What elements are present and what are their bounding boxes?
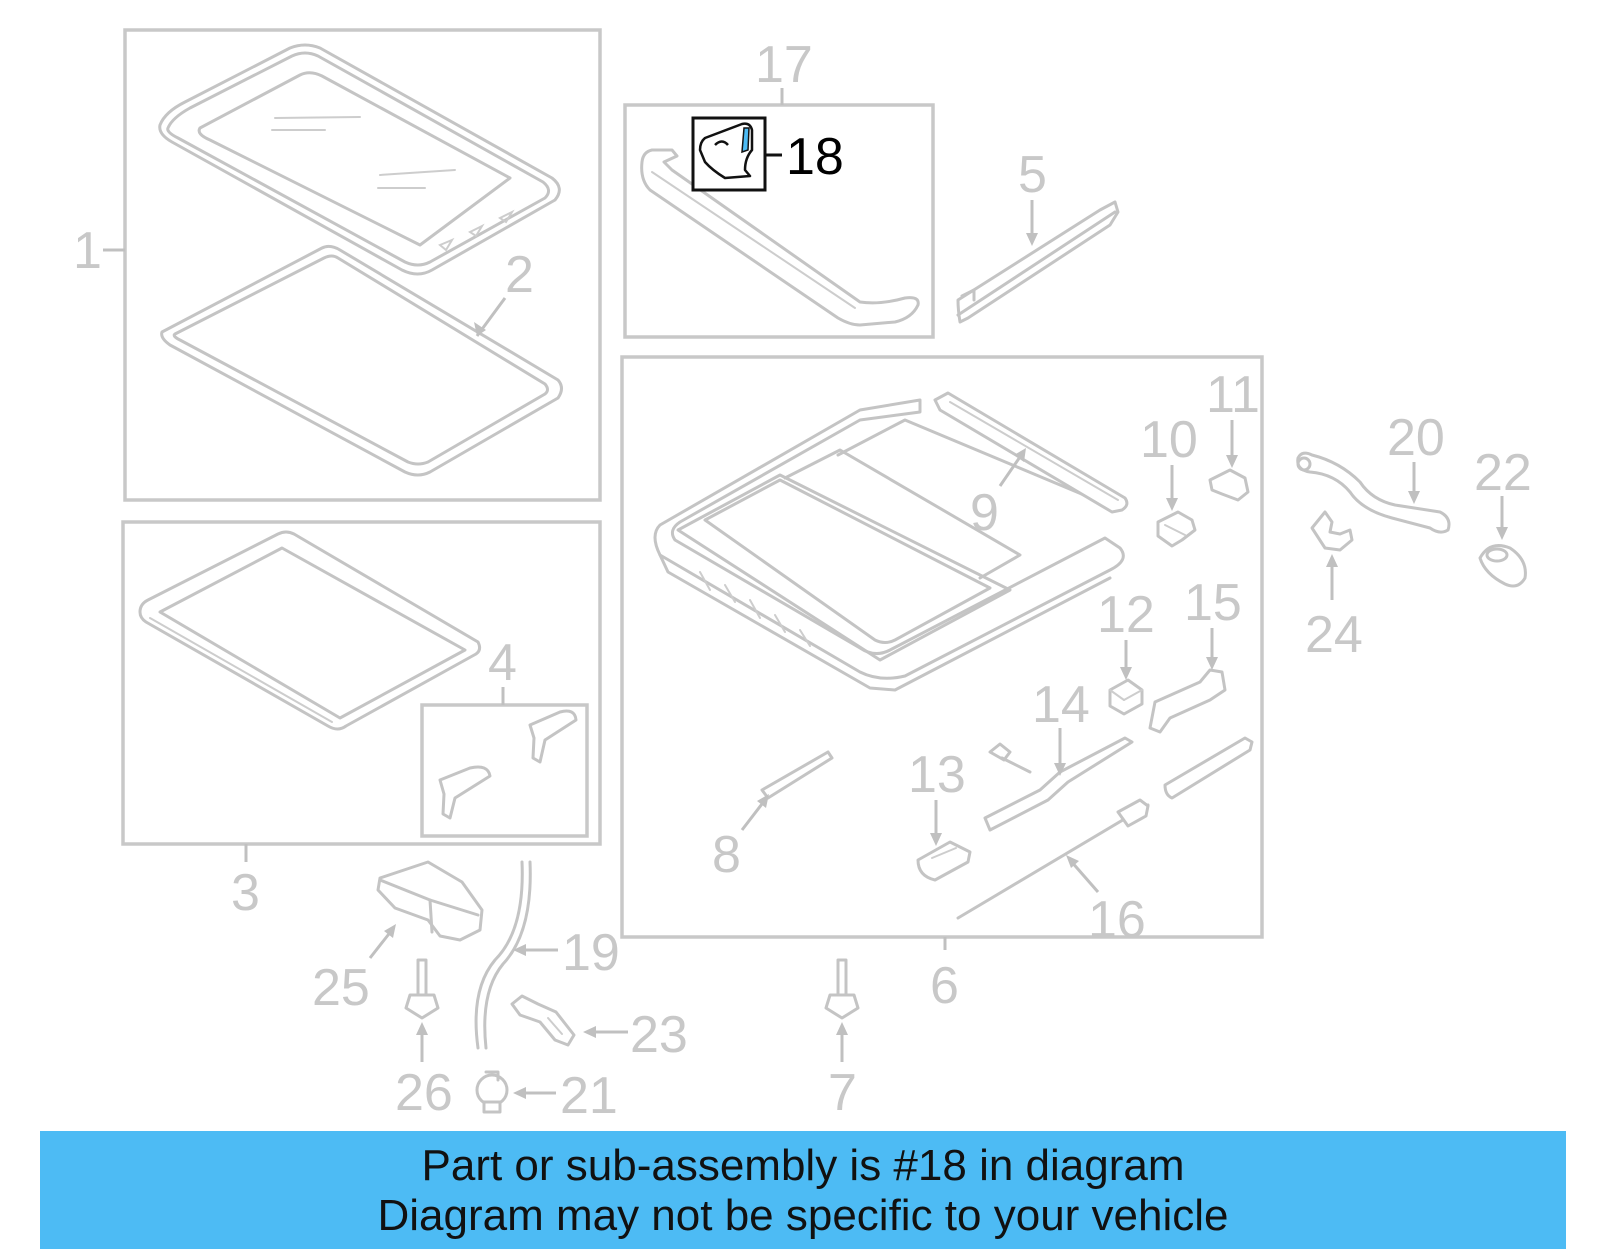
arrowhead-11 (1226, 455, 1238, 468)
grommet-part-21[interactable] (475, 1070, 509, 1114)
glass-seal-part[interactable] (160, 244, 563, 477)
grommet-part-22[interactable] (1478, 544, 1527, 588)
group-box-6 (620, 355, 1264, 939)
guide-shoe-part-13[interactable] (916, 840, 972, 882)
glass-panel-part[interactable] (158, 43, 561, 276)
banner-line-part-number: Part or sub-assembly is #18 in diagram (421, 1141, 1185, 1190)
link-part-15[interactable] (1148, 668, 1227, 734)
group-box-1 (123, 28, 602, 502)
arrowhead-19 (513, 944, 526, 956)
callout-10[interactable]: 10 (1140, 411, 1198, 469)
leader-arrow-16 (1068, 859, 1100, 893)
leader-arrow-9 (998, 453, 1024, 487)
callout-9[interactable]: 9 (970, 484, 999, 542)
info-banner: Part or sub-assembly is #18 in diagram D… (40, 1131, 1566, 1249)
callout-6[interactable]: 6 (930, 957, 959, 1015)
callout-1[interactable]: 1 (73, 222, 102, 280)
sunshade-part[interactable] (138, 530, 482, 731)
callout-20[interactable]: 20 (1387, 409, 1445, 467)
arrowhead-21 (513, 1087, 526, 1099)
group-box-3 (121, 520, 602, 846)
bracket-part-10[interactable] (1156, 510, 1197, 548)
callout-5[interactable]: 5 (1018, 146, 1047, 204)
deflector-part[interactable] (640, 148, 920, 327)
arrowhead-13 (930, 833, 942, 846)
callout-22[interactable]: 22 (1474, 444, 1532, 502)
arrowhead-10 (1166, 498, 1178, 511)
callout-25[interactable]: 25 (312, 959, 370, 1017)
sunroof-frame-part[interactable] (653, 398, 1125, 692)
drain-hose-part-19[interactable] (474, 860, 532, 1050)
callout-3[interactable]: 3 (231, 864, 260, 922)
arrowhead-24 (1326, 554, 1338, 567)
arrowhead-15 (1206, 657, 1218, 670)
bolt-part-26[interactable] (404, 958, 440, 1020)
clip-part-24[interactable] (1310, 510, 1354, 552)
arrowhead-26 (416, 1022, 428, 1035)
callout-8[interactable]: 8 (712, 826, 741, 884)
drain-rail-part[interactable] (956, 200, 1120, 324)
callout-2[interactable]: 2 (505, 246, 534, 304)
highlighted-part-18[interactable] (691, 116, 767, 192)
leader-arrow-8 (740, 799, 767, 831)
arrowhead-2 (474, 322, 486, 336)
cover-strip-part-8[interactable] (760, 750, 834, 800)
arrowhead-23 (583, 1026, 596, 1038)
slide-rail-part[interactable] (1163, 736, 1254, 800)
callout-17[interactable]: 17 (755, 36, 813, 94)
callout-19[interactable]: 19 (562, 924, 620, 982)
bolt-part-7[interactable] (824, 958, 860, 1020)
callout-12[interactable]: 12 (1097, 586, 1155, 644)
callout-23[interactable]: 23 (630, 1006, 688, 1064)
arrowhead-20 (1408, 491, 1420, 504)
callout-11[interactable]: 11 (1206, 366, 1260, 424)
callout-7[interactable]: 7 (828, 1064, 857, 1122)
link-rail-part-14[interactable] (983, 736, 1134, 832)
callout-15[interactable]: 15 (1184, 574, 1242, 632)
group-box-17 (623, 103, 935, 339)
callout-24[interactable]: 24 (1305, 606, 1363, 664)
callout-4[interactable]: 4 (488, 634, 517, 692)
motor-part-25[interactable] (376, 860, 484, 942)
arrowhead-9 (1014, 448, 1026, 462)
callout-13[interactable]: 13 (908, 746, 966, 804)
callout-26[interactable]: 26 (395, 1064, 453, 1122)
arrowhead-8 (757, 794, 769, 808)
callout-21[interactable]: 21 (560, 1067, 618, 1125)
guide-rail-part[interactable] (933, 391, 1129, 514)
stopper-part-12[interactable] (1108, 678, 1144, 716)
banner-line-disclaimer: Diagram may not be specific to your vehi… (377, 1191, 1229, 1240)
arrowhead-7 (836, 1022, 848, 1035)
callout-18[interactable]: 18 (786, 128, 844, 186)
arrowhead-22 (1496, 527, 1508, 540)
arrowhead-12 (1120, 667, 1132, 680)
arrowhead-25 (384, 924, 396, 938)
arrowhead-14 (1054, 763, 1066, 776)
arrowhead-5 (1026, 233, 1038, 246)
drive-cable-part-16[interactable] (956, 798, 1150, 920)
callout-16[interactable]: 16 (1088, 891, 1146, 949)
drain-hose-part-20[interactable] (1296, 451, 1451, 534)
clip-part-23[interactable] (510, 994, 576, 1047)
leader-arrow-25 (368, 929, 394, 959)
arrowhead-16 (1066, 855, 1079, 868)
sunshade-clip-part[interactable] (438, 709, 578, 820)
bracket-part-11[interactable] (1208, 468, 1250, 502)
callout-14[interactable]: 14 (1032, 676, 1090, 734)
bolt-part-14[interactable] (988, 742, 1032, 774)
